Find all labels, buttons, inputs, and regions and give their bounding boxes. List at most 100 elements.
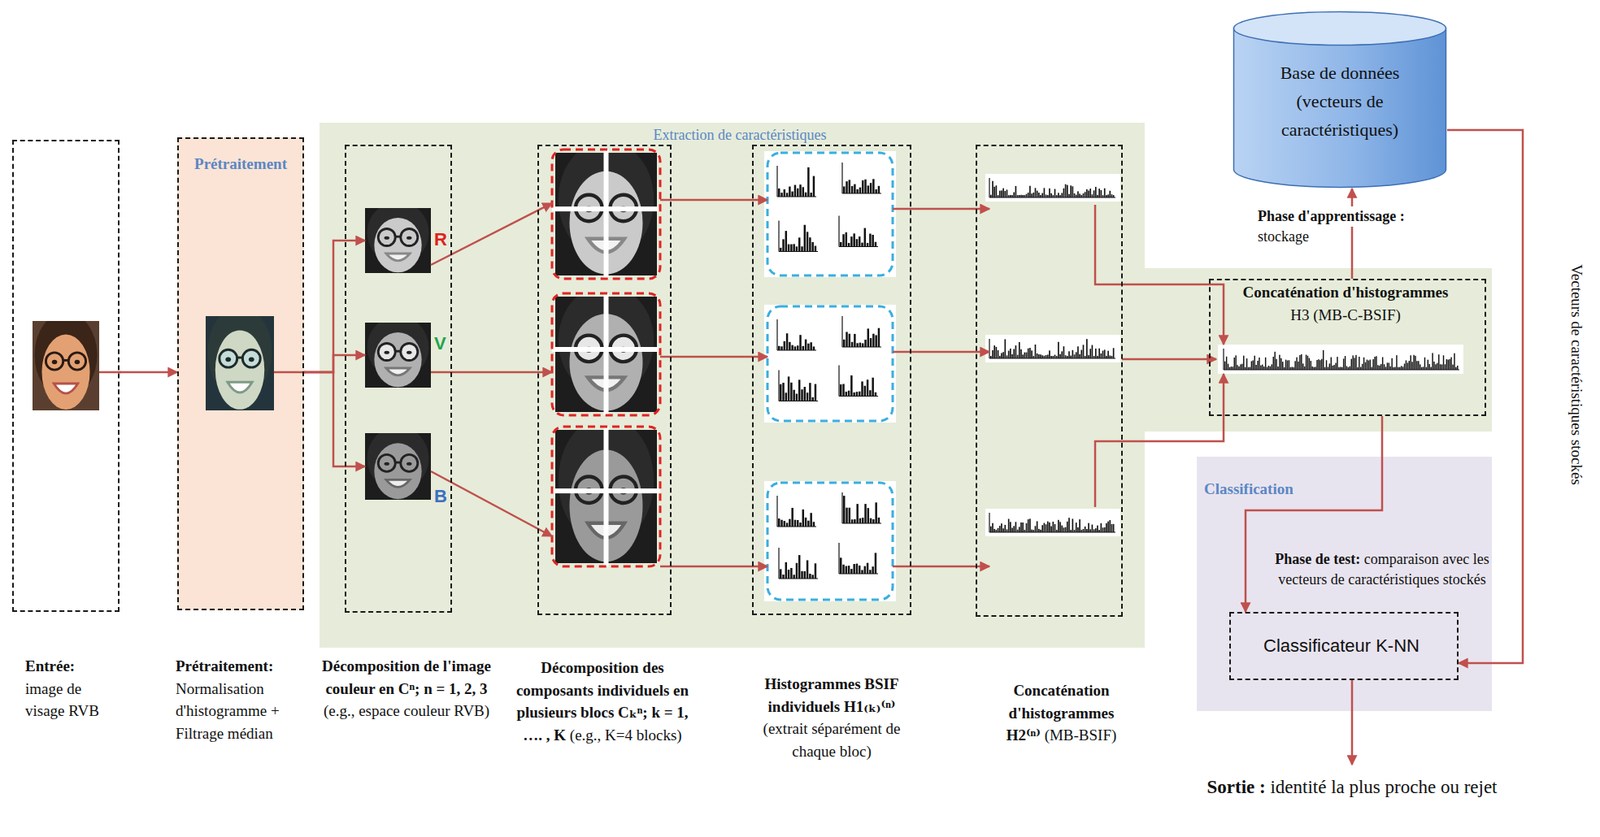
histogram-bar [842,383,844,396]
histogram-bar [1299,355,1300,370]
histogram [989,513,1116,533]
histogram-bar [1292,367,1294,370]
section-heading: Extraction de caractéristiques [653,126,827,144]
histogram-bar [1002,352,1005,359]
text-block: Concaténation d'histogrammes H3 (MB-C-BS… [1211,281,1480,327]
histogram-bar [874,552,877,574]
histogram-bar [1078,354,1081,359]
cylinder-body [1234,28,1447,187]
histogram-bar [847,243,850,248]
histogram-bar [1448,359,1450,370]
histogram-bar [1316,360,1318,370]
cylinder-top [1234,12,1447,46]
histogram-axis [838,543,840,574]
histogram-bar [794,520,796,527]
histogram-bar [1450,357,1452,370]
eye [74,360,81,366]
text-block: Classificateur K-NN [1230,635,1453,659]
histogram-bar [804,386,806,401]
histogram-bar [1341,367,1343,370]
label-text: Phase de test: [1274,551,1361,568]
histogram-bar [1244,367,1246,370]
histogram-bar [796,188,799,197]
histogram-bar [1017,530,1019,533]
histogram-bar [848,179,851,194]
histogram-bar [847,391,850,397]
histogram-bar [1045,195,1048,198]
text-block: Phase d'apprentissage : stockage [1257,206,1470,248]
histogram-bar [1456,365,1458,370]
histogram-bar [1038,354,1040,359]
histogram-group-outline [767,482,893,600]
histogram-bar [874,242,877,248]
histogram-bar [1321,359,1322,370]
histogram-bar [1377,365,1379,370]
histogram-bar [788,342,791,351]
histogram-bar [1030,193,1033,198]
histogram-bar [1102,195,1105,198]
histogram-bar [1072,186,1074,198]
histogram-bar [853,184,856,194]
histogram-bar [1052,195,1055,198]
face [373,217,422,273]
histogram-bar [1324,367,1326,370]
histogram-bar [1241,364,1243,370]
histogram-bar [1043,187,1046,198]
histogram-bar [1027,192,1030,198]
classifier-box: Classificateur K-NN [1229,612,1459,681]
histogram-bar [811,574,814,579]
histogram-axis [1222,348,1224,370]
histogram-bar [1411,361,1413,370]
histogram-bar [1238,366,1240,370]
eye [52,360,58,366]
histogram-bar [813,176,815,197]
label-text: image de visage RVB [25,680,100,721]
histogram-bar [1036,191,1039,198]
histogram-bar [1068,194,1070,198]
histogram-bar [806,392,809,401]
histogram-bar [867,185,870,194]
concatenated-histogram-panel [985,334,1121,363]
histogram-bar [1282,361,1283,370]
label-text: (e.g., espace couleur RVB) [323,702,490,720]
histogram-bar [1026,523,1028,533]
histogram-bar [1224,361,1226,370]
histogram-bar [861,343,864,348]
label-text: (e.g., K=4 blocks) [569,726,683,744]
histogram-axis [778,221,779,253]
histogram-bar [867,508,870,524]
histogram-bar [1424,357,1426,370]
final-histogram-panel [1217,344,1464,374]
histogram-bar [1089,529,1092,533]
histogram-bar [787,376,790,401]
histogram-bar [874,392,877,397]
block-gap [552,347,661,353]
histogram-bar [1059,521,1061,533]
smile [386,253,410,261]
histogram-bar [1075,352,1078,359]
histogram-bar [1431,352,1433,370]
histogram-bar [1038,192,1040,198]
histogram-bar [1113,524,1115,533]
block-gap [552,488,661,494]
histogram-bar [842,565,844,574]
histogram-bar [1006,529,1009,533]
flow-arrow [430,371,553,374]
histogram-bar [997,350,1000,359]
bsif-histogram-box: Histogrammes BSIF individuels H1₍ₖ₎⁽ⁿ⁾ (… [752,144,912,616]
face [373,443,422,500]
histogram-bar [851,342,853,348]
histogram-bar [872,519,874,524]
histogram-bar [856,391,858,396]
histogram-bar [1060,192,1063,198]
text-block: Entrée: image de visage RVB [25,655,114,723]
histogram-bar [1065,184,1067,198]
eye [225,356,231,362]
histogram-bar [804,571,806,579]
flow-arrow [1351,680,1354,766]
histogram-bar [1256,360,1258,370]
histogram-bar [1111,356,1114,359]
histogram-bar [1000,352,1003,359]
histogram-bar [1234,357,1235,370]
histogram-bar [1407,362,1409,370]
